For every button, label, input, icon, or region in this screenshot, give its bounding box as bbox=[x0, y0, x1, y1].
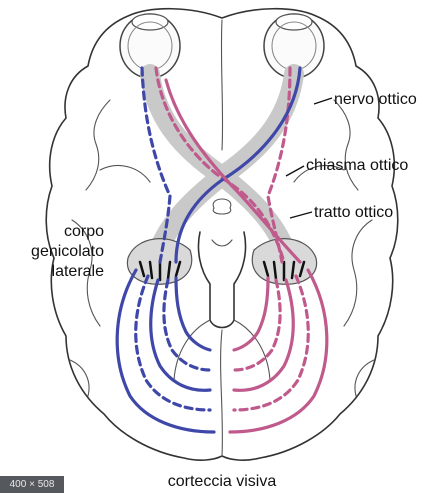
leader-tratto-ottico bbox=[290, 212, 312, 218]
label-corteccia-visiva: corteccia visiva bbox=[168, 473, 277, 490]
label-corpo-line3: laterale bbox=[52, 263, 105, 280]
pons-detail bbox=[212, 240, 232, 246]
sulcus-right-1 bbox=[334, 100, 358, 190]
label-corpo-line1: corpo bbox=[64, 223, 104, 240]
sulcus-left-1 bbox=[86, 100, 110, 190]
optic-nerve-sheath-right bbox=[222, 74, 294, 176]
sulcus-left-3 bbox=[70, 360, 89, 396]
sulcus-right-3 bbox=[355, 360, 374, 396]
leader-nervo-ottico bbox=[314, 98, 332, 104]
sulcus-right-2 bbox=[344, 220, 372, 326]
label-corpo-line2: genicolato bbox=[31, 243, 104, 260]
optic-radiations-right bbox=[230, 270, 327, 432]
midline-fissure bbox=[221, 20, 222, 150]
occipital-midline bbox=[221, 330, 223, 456]
size-badge: 400 × 508 bbox=[0, 476, 64, 493]
pituitary bbox=[213, 199, 231, 214]
label-tratto-ottico: tratto ottico bbox=[314, 204, 393, 221]
label-chiasma-ottico: chiasma ottico bbox=[306, 157, 408, 174]
sulcus-left-4 bbox=[100, 166, 150, 182]
optic-radiations-left bbox=[117, 270, 214, 432]
label-nervo-ottico: nervo ottico bbox=[334, 91, 417, 108]
